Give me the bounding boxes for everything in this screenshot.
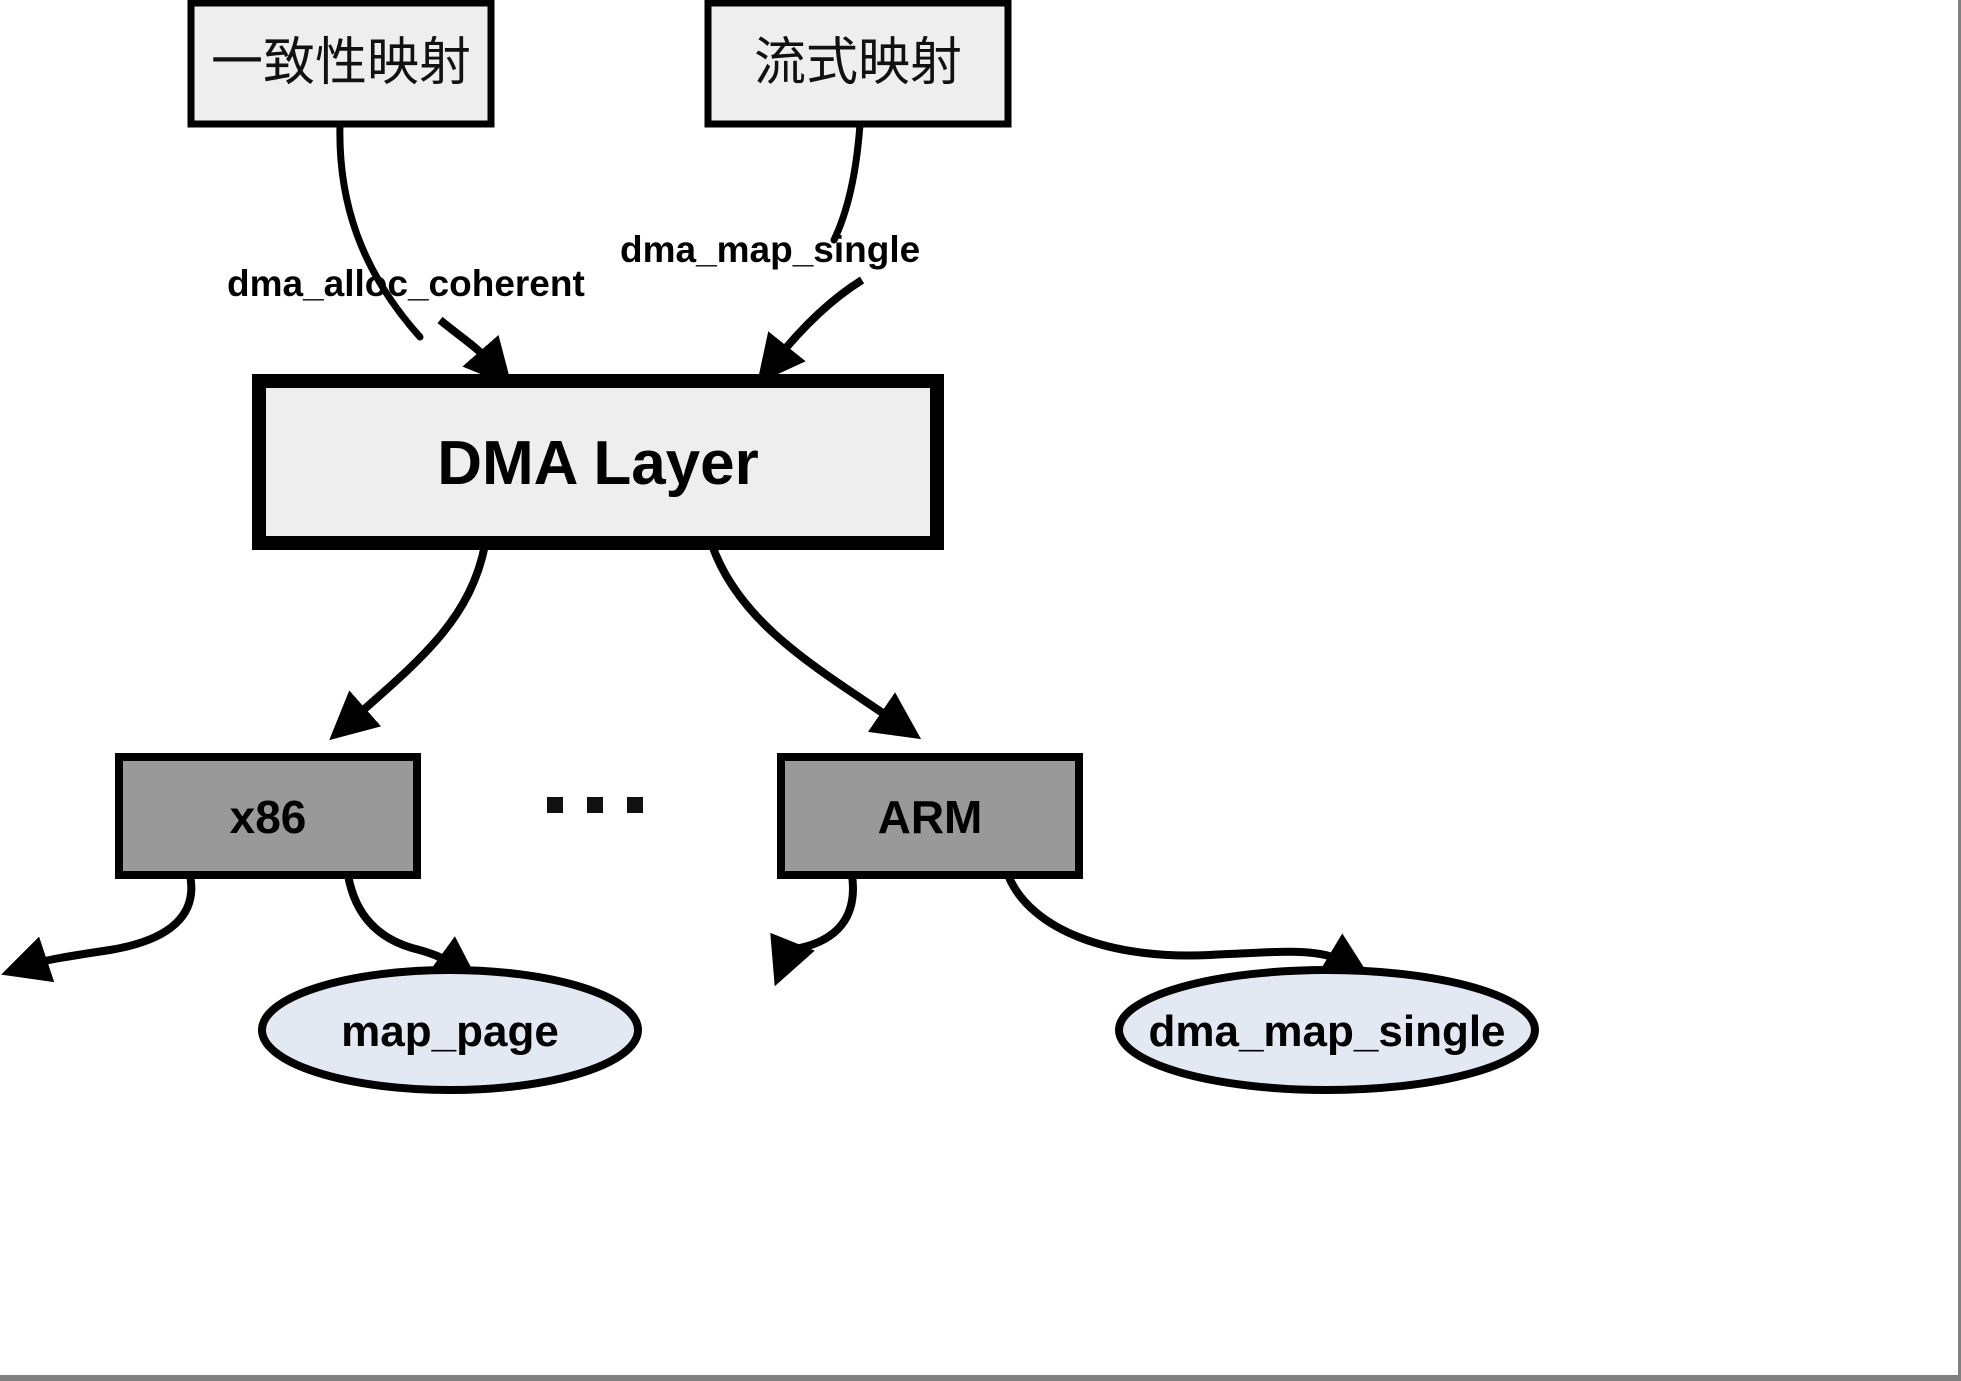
ellipsis-dot-1 xyxy=(547,797,563,813)
node-x86[interactable]: x86 xyxy=(115,753,421,879)
map-page-ellipse[interactable] xyxy=(258,966,642,1094)
ellipsis-dots xyxy=(547,797,643,813)
coherent-mapping-box[interactable] xyxy=(187,0,495,128)
dma-layer-label: DMA Layer xyxy=(437,429,759,498)
edge-label-dma-alloc-coherent: dma_alloc_coherent xyxy=(227,263,585,304)
node-arm[interactable]: ARM xyxy=(777,753,1083,879)
ellipsis-dot-3 xyxy=(627,797,643,813)
edge-coherent-to-dma xyxy=(336,120,513,387)
dma-layer-box[interactable] xyxy=(252,374,944,550)
node-dma-layer[interactable]: DMA Layer xyxy=(252,374,944,550)
node-dma-map-single[interactable]: dma_map_single xyxy=(1115,966,1539,1094)
edge-dma-to-arm xyxy=(708,543,922,740)
streaming-mapping-box[interactable] xyxy=(704,0,1012,128)
node-map-page[interactable]: map_page xyxy=(258,966,642,1094)
edge-x86-to-map-page xyxy=(344,874,480,984)
edge-x86-to-left xyxy=(1,874,196,983)
streaming-mapping-label: 流式映射 xyxy=(754,33,962,93)
node-coherent-mapping[interactable]: 一致性映射 xyxy=(187,0,495,128)
edge-streaming-to-dma xyxy=(757,120,865,384)
edge-dma-to-x86 xyxy=(329,544,489,741)
x86-label: x86 xyxy=(230,791,307,843)
edge-arm-to-left xyxy=(770,874,857,987)
edge-arm-to-dma-map-single xyxy=(1004,873,1372,979)
map-page-label: map_page xyxy=(341,1007,559,1056)
node-streaming-mapping[interactable]: 流式映射 xyxy=(704,0,1012,128)
ellipsis-dot-2 xyxy=(587,797,603,813)
edge-label-dma-map-single: dma_map_single xyxy=(620,229,920,270)
dma-map-single-label: dma_map_single xyxy=(1148,1007,1505,1056)
dma-map-single-ellipse[interactable] xyxy=(1115,966,1539,1094)
arm-label: ARM xyxy=(878,791,983,843)
arm-box[interactable] xyxy=(777,753,1083,879)
coherent-mapping-label: 一致性映射 xyxy=(211,33,471,93)
x86-box[interactable] xyxy=(115,753,421,879)
